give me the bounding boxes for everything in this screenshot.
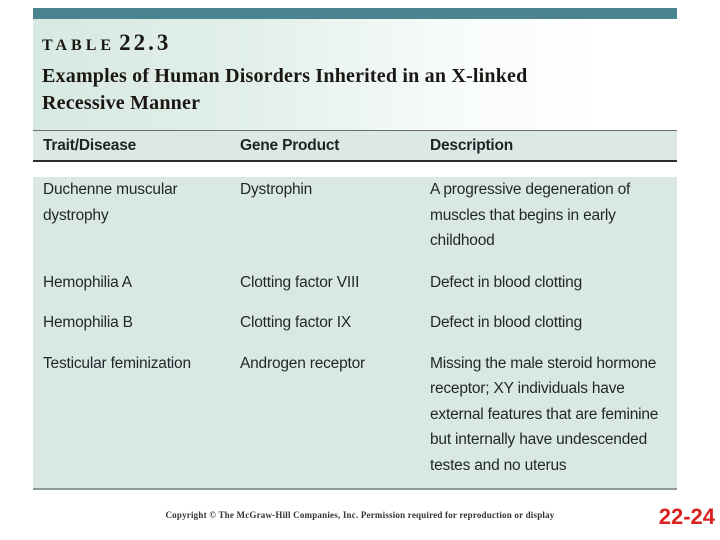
table-label-number: 22.3	[119, 30, 172, 55]
column-header-description: Description	[430, 136, 514, 154]
cell-gene-product: Clotting factor IX	[240, 314, 351, 331]
cell-trait: Hemophilia B	[43, 314, 133, 331]
cell-trait: Duchenne muscular dystrophy	[43, 181, 178, 224]
column-header-trait-disease: Trait/Disease	[43, 136, 137, 154]
table-row: Hemophilia A Clotting factor VIII Defect…	[33, 270, 677, 296]
cell-gene-product: Dystrophin	[240, 181, 313, 198]
cell-trait: Hemophilia A	[43, 273, 132, 291]
cell-description: Missing the male steroid hormone recepto…	[430, 354, 659, 474]
slide-number: 22-24	[658, 504, 715, 529]
table-title: Examples of Human Disorders Inherited in…	[42, 65, 528, 114]
table-row: Testicular feminization Androgen recepto…	[33, 351, 677, 479]
cell-description: Defect in blood clotting	[430, 314, 583, 331]
cell-description: A progressive degeneration of muscles th…	[430, 181, 631, 249]
table-label-word: TABLE	[42, 37, 116, 54]
cell-gene-product: Androgen receptor	[240, 354, 365, 372]
cell-description: Defect in blood clotting	[430, 273, 583, 291]
cell-trait: Testicular feminization	[43, 354, 191, 372]
teal-accent-bar	[33, 8, 677, 19]
table-body: Duchenne muscular dystrophy Dystrophin A…	[33, 177, 677, 490]
column-header-gene-product: Gene Product	[240, 136, 340, 154]
table-header-row: Trait/Disease Gene Product Description	[33, 130, 677, 162]
cell-gene-product: Clotting factor VIII	[240, 273, 360, 291]
table-row: Duchenne muscular dystrophy Dystrophin A…	[33, 177, 677, 254]
copyright-notice: Copyright © The McGraw-Hill Companies, I…	[165, 510, 555, 520]
table-row: Hemophilia B Clotting factor IX Defect i…	[33, 310, 677, 336]
